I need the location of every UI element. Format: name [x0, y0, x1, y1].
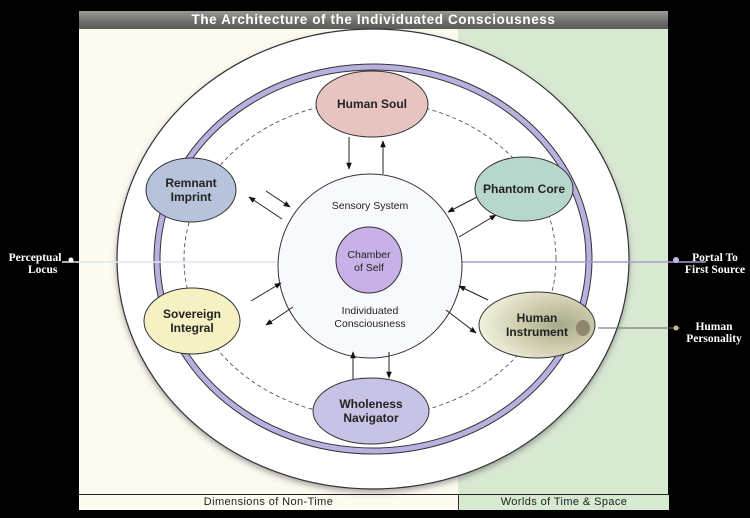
- arrow-remnant-in: [265, 190, 291, 208]
- remnant-imprint-label-line1: Remnant: [165, 176, 216, 190]
- perceptual-locus-label: Perceptual Locus: [4, 252, 66, 276]
- arrow-sovereign-in: [265, 306, 294, 326]
- human-personality-label: Human Personality: [684, 321, 744, 345]
- wholeness-navigator-label-line2: Navigator: [343, 411, 399, 425]
- arrow-phantom-in: [447, 195, 480, 213]
- node-human-soul[interactable]: Human Soul: [315, 70, 429, 138]
- portal-dot: [673, 257, 679, 263]
- dashed-orbit: [183, 100, 557, 418]
- sensory-system-label: Sensory System: [332, 200, 409, 212]
- portal-line2: First Source: [684, 264, 746, 276]
- chamber-of-self[interactable]: [335, 226, 403, 294]
- purple-ring-fill: [154, 64, 592, 454]
- perceptual-locus-dot: [68, 257, 74, 263]
- footer-time-space-label: Worlds of Time & Space: [458, 494, 669, 510]
- arrows: [248, 137, 497, 379]
- perceptual-locus-line1: Perceptual: [8, 252, 62, 264]
- personality-line1: Human: [695, 321, 733, 333]
- chamber-label-line1: Chamber: [347, 249, 391, 261]
- remnant-imprint-ellipse[interactable]: [145, 157, 237, 223]
- human-soul-ellipse[interactable]: [315, 70, 429, 138]
- portal-to-first-source-label: Portal To First Source: [681, 252, 749, 276]
- wholeness-navigator-label-line1: Wholeness: [339, 397, 403, 411]
- phantom-core-ellipse[interactable]: [474, 156, 574, 222]
- node-phantom-core[interactable]: Phantom Core: [474, 156, 574, 222]
- individuated-label-line1: Individuated: [342, 305, 399, 317]
- portal-line1: Portal To: [692, 252, 738, 264]
- individuated-label-line2: Consciousness: [334, 318, 405, 330]
- sovereign-integral-label-line1: Sovereign: [163, 307, 221, 321]
- personality-line2: Personality: [686, 333, 742, 345]
- human-soul-label-line1: Human Soul: [337, 97, 407, 111]
- phantom-core-label-line1: Phantom Core: [483, 182, 565, 196]
- human-instrument-ellipse[interactable]: [478, 291, 596, 359]
- human-personality-marker: [576, 320, 590, 336]
- arrow-remnant-out: [248, 196, 283, 220]
- personality-dot: [673, 325, 679, 331]
- arrow-phantom-out: [458, 214, 497, 238]
- arrow-instrument-out: [445, 309, 477, 334]
- wholeness-navigator-ellipse[interactable]: [312, 377, 430, 445]
- arrow-instrument-in: [458, 285, 489, 301]
- arrow-sovereign-out: [250, 282, 282, 302]
- remnant-imprint-label-line2: Imprint: [171, 190, 212, 204]
- perceptual-locus-line2: Locus: [28, 264, 58, 276]
- human-instrument-label-line2: Instrument: [506, 325, 568, 339]
- footer-non-time-label: Dimensions of Non-Time: [79, 494, 458, 510]
- sovereign-integral-ellipse[interactable]: [143, 287, 241, 355]
- human-instrument-label-line1: Human: [517, 311, 558, 325]
- diagram-title: The Architecture of the Individuated Con…: [79, 11, 668, 29]
- sovereign-integral-label-line2: Integral: [170, 321, 213, 335]
- chamber-label-line2: of Self: [354, 262, 384, 274]
